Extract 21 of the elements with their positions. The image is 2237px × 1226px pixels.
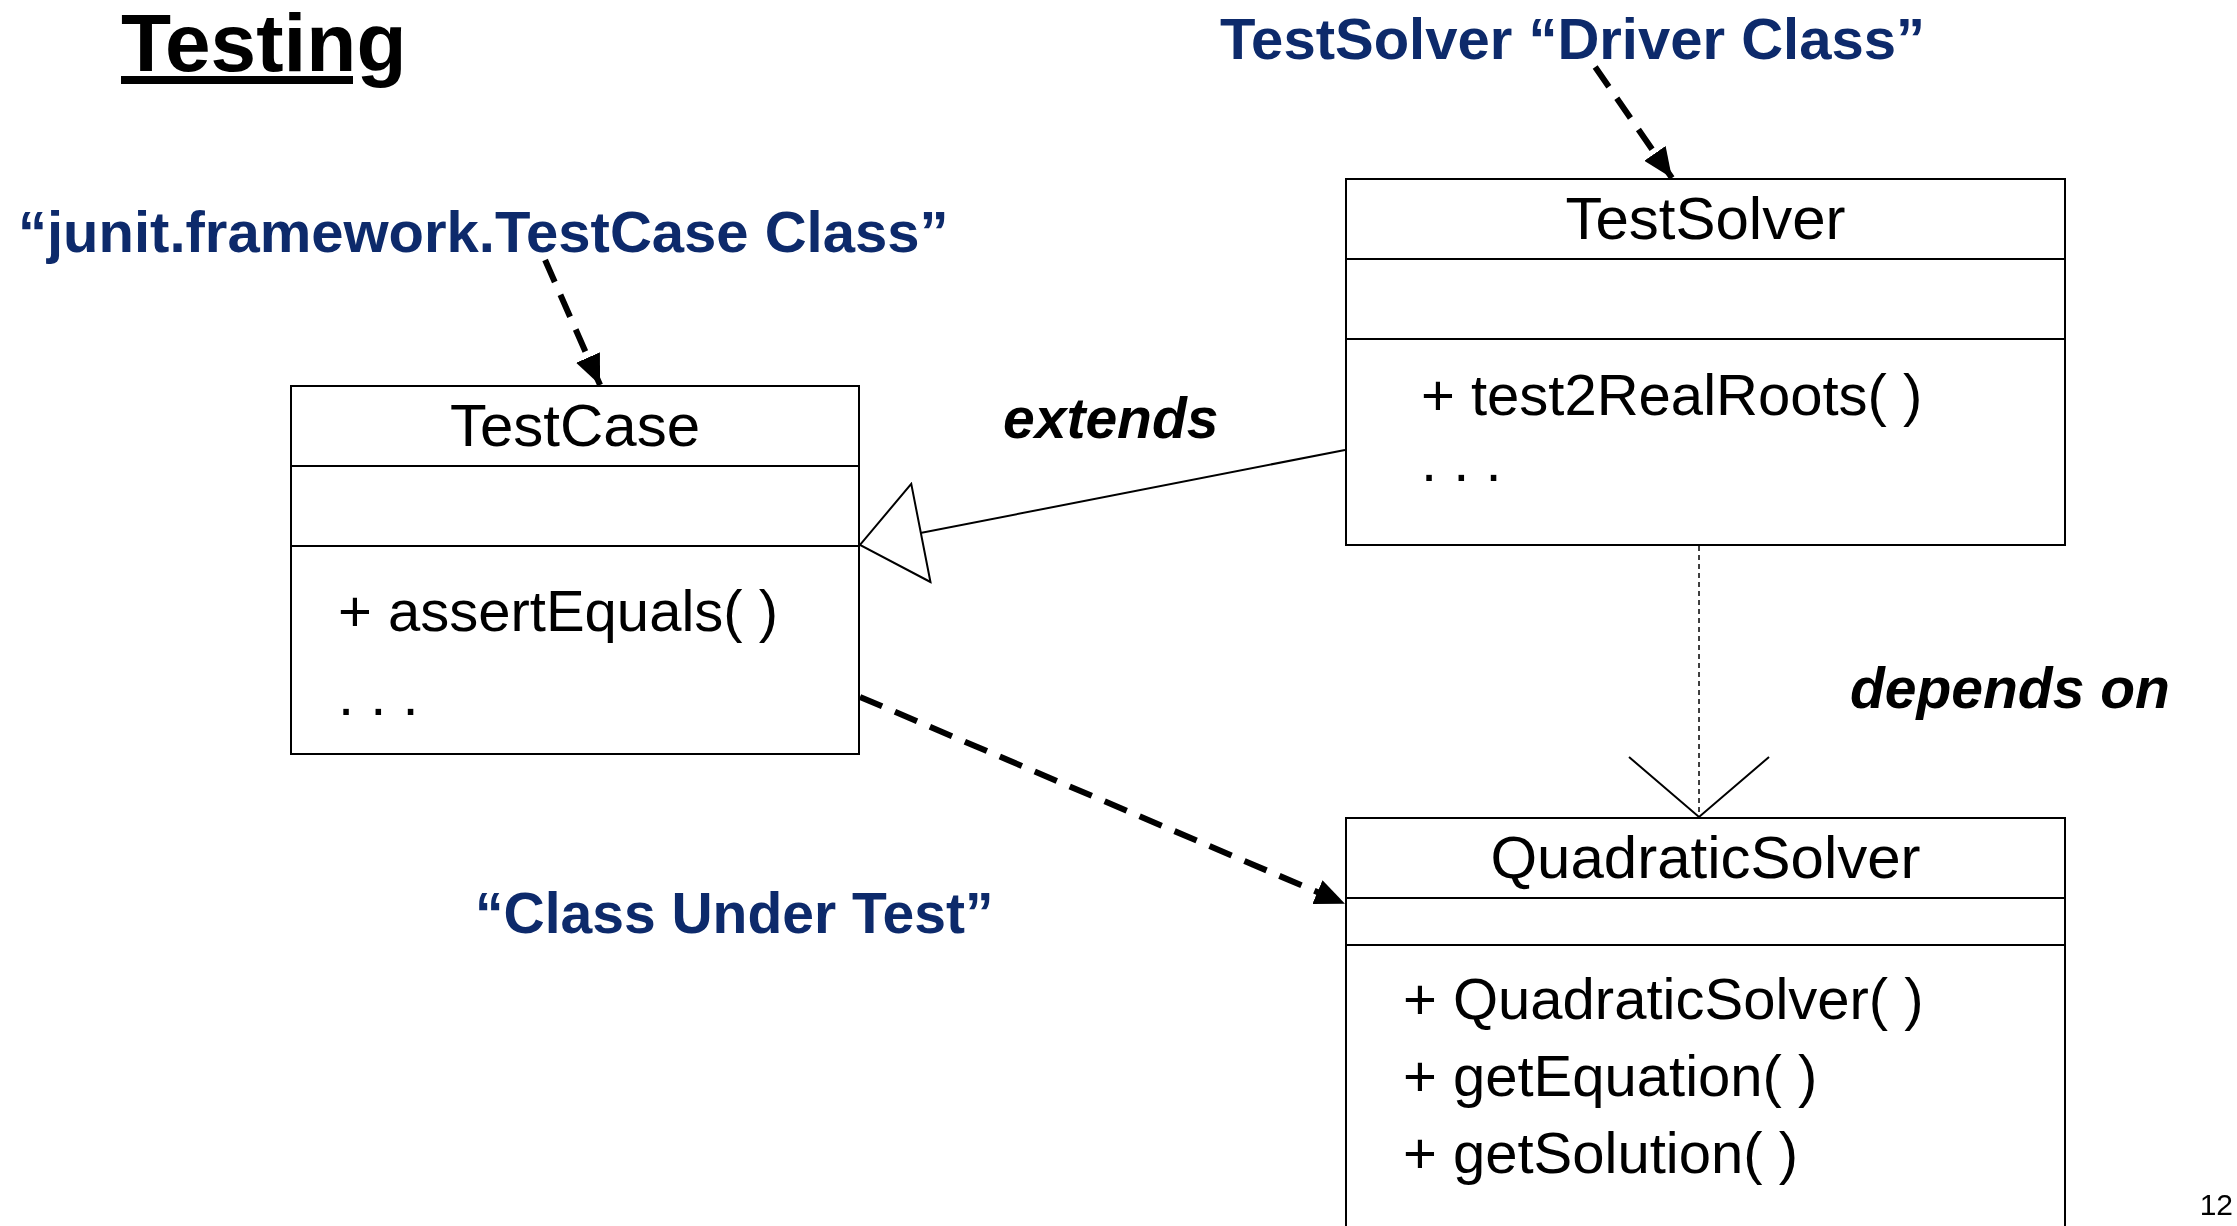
class-name: TestCase — [449, 391, 701, 461]
method-text: + test2RealRoots( ) — [1421, 362, 1923, 428]
class-box — [1345, 178, 2066, 546]
method-text: . . . — [1421, 428, 1502, 494]
method-text: + getEquation( ) — [1403, 1042, 1818, 1110]
note-text: TestSolver “Driver Class” — [1220, 5, 1925, 72]
dependency-arrow — [1628, 545, 1770, 818]
title: Testing — [121, 0, 407, 90]
class-box — [290, 385, 860, 755]
method-text: + QuadraticSolver( ) — [1403, 965, 1924, 1033]
method-text: + getSolution( ) — [1403, 1119, 1798, 1187]
dashed-arrow — [1592, 65, 1675, 180]
dashed-arrow — [542, 258, 603, 387]
method-text: + assertEquals( ) — [338, 577, 778, 645]
class-name: TestSolver — [1565, 184, 1846, 254]
class-box — [1345, 817, 2066, 1226]
class-name: QuadraticSolver — [1490, 823, 1921, 893]
page-number: 12 — [2199, 1188, 2233, 1222]
note-text: “junit.framework.TestCase Class” — [18, 198, 949, 265]
inheritance-arrow — [859, 448, 1346, 583]
method-text: . . . — [338, 661, 419, 729]
